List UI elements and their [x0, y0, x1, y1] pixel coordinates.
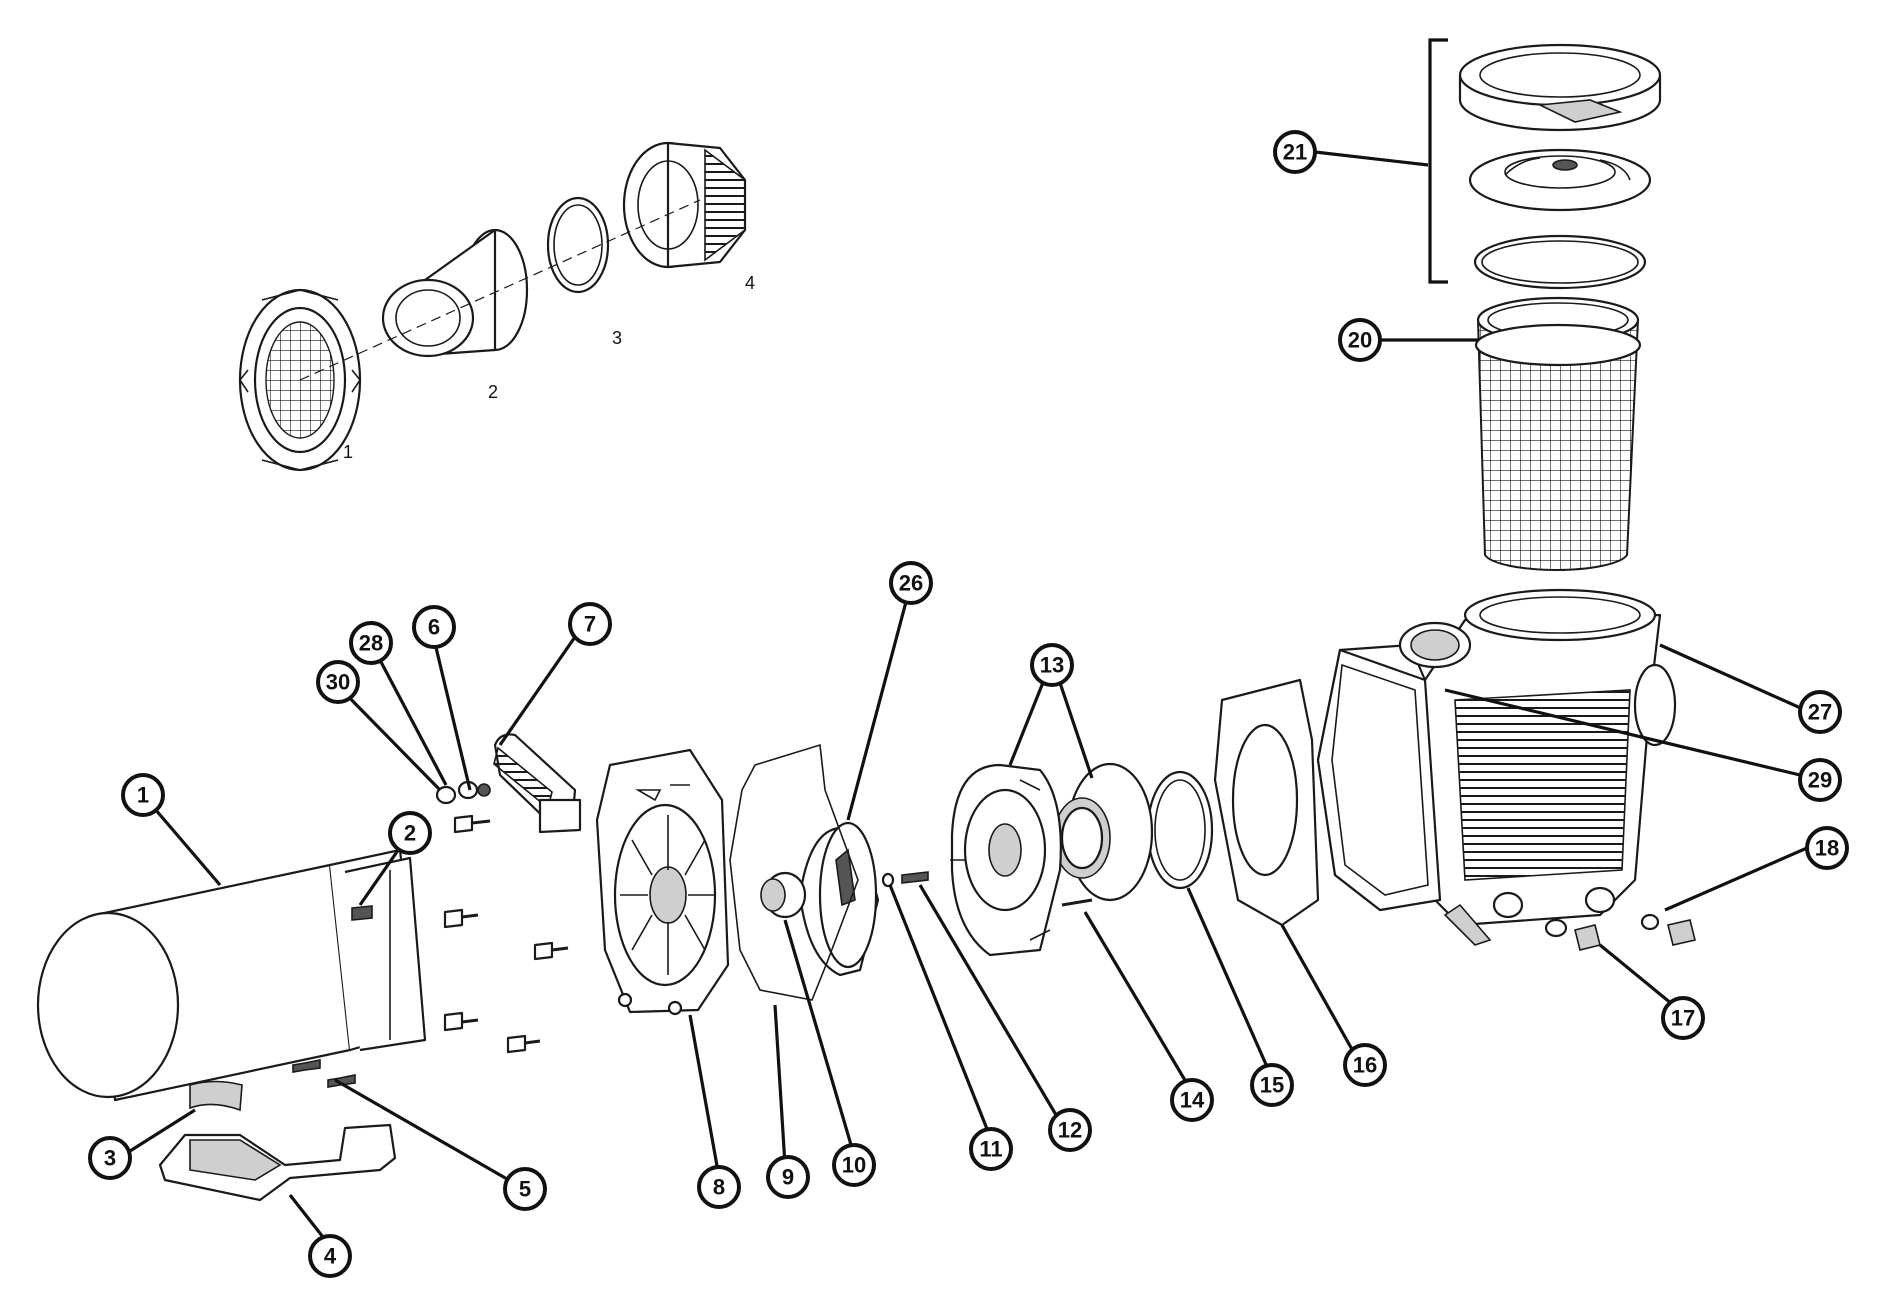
- callout-1: 1: [121, 773, 165, 817]
- union-tailpiece: [381, 228, 529, 358]
- callout-16-label: 16: [1353, 1053, 1377, 1078]
- callout-12-label: 12: [1058, 1118, 1082, 1143]
- callout-9-label: 9: [782, 1165, 794, 1190]
- diffuser: [950, 763, 1062, 957]
- callout-18-label: 18: [1815, 836, 1839, 861]
- union-label-1: 1: [343, 442, 353, 462]
- lid-assembly: [1458, 43, 1662, 290]
- callout-20: 20: [1338, 318, 1382, 362]
- callout-20-label: 20: [1348, 328, 1372, 353]
- callout-15-label: 15: [1260, 1073, 1284, 1098]
- callout-28-label: 28: [359, 631, 383, 656]
- motor-base: [158, 1123, 397, 1202]
- washer: [881, 872, 895, 888]
- callout-14: 14: [1170, 1078, 1214, 1122]
- impeller: [798, 821, 880, 977]
- seal-plate: [595, 748, 730, 1016]
- motor-bolts: [351, 814, 569, 1054]
- callout-2: 2: [388, 811, 432, 855]
- callout-4-label: 4: [324, 1244, 337, 1269]
- callout-21-label: 21: [1283, 140, 1307, 165]
- callout-18: 18: [1805, 826, 1849, 870]
- small-fasteners: [435, 780, 491, 805]
- callout-4: 4: [308, 1234, 352, 1278]
- wear-ring: [1053, 762, 1154, 902]
- union-label-2: 2: [488, 382, 498, 402]
- motor-pad: [189, 1080, 243, 1112]
- callout-6-label: 6: [428, 615, 440, 640]
- callout-27-label: 27: [1808, 700, 1832, 725]
- callout-11: 11: [969, 1127, 1013, 1171]
- impeller-screw: [901, 871, 929, 884]
- callout-10-label: 10: [842, 1153, 866, 1178]
- housing-gasket: [1213, 678, 1320, 927]
- callout-29-label: 29: [1808, 768, 1832, 793]
- callout-28: 28: [349, 621, 393, 665]
- callout-3: 3: [88, 1136, 132, 1180]
- callout-10: 10: [832, 1143, 876, 1187]
- callout-17: 17: [1661, 996, 1705, 1040]
- callout-3-label: 3: [104, 1146, 116, 1171]
- callout-5: 5: [503, 1167, 547, 1211]
- motor: [36, 848, 427, 1102]
- callout-29: 29: [1798, 758, 1842, 802]
- strainer-basket: [1474, 296, 1642, 571]
- callout-27: 27: [1798, 690, 1842, 734]
- base-screws: [292, 1059, 356, 1088]
- union-label-4: 4: [745, 273, 755, 293]
- union-o-ring: [546, 196, 610, 294]
- callout-26: 26: [889, 561, 933, 605]
- callout-17-label: 17: [1671, 1006, 1695, 1031]
- callout-14-label: 14: [1180, 1088, 1205, 1113]
- callout-13-label: 13: [1040, 653, 1064, 678]
- callout-16: 16: [1343, 1043, 1387, 1087]
- pump-housing: [1316, 588, 1677, 946]
- diffuser-gasket: [729, 743, 859, 1001]
- handle: [493, 733, 582, 834]
- callout-30: 30: [316, 660, 360, 704]
- union-body: [622, 141, 747, 269]
- shaft-seal: [760, 871, 807, 919]
- callout-7-label: 7: [584, 612, 596, 637]
- callout-5-label: 5: [519, 1177, 531, 1202]
- callout-21: 21: [1273, 130, 1317, 174]
- callout-6: 6: [412, 605, 456, 649]
- callout-7: 7: [568, 602, 612, 646]
- callout-8-label: 8: [713, 1175, 725, 1200]
- callout-2-label: 2: [404, 821, 416, 846]
- callout-9: 9: [766, 1155, 810, 1199]
- callout-26-label: 26: [899, 571, 923, 596]
- callout-13: 13: [1030, 643, 1074, 687]
- diffuser-pin: [1061, 898, 1093, 907]
- housing-plugs: [1544, 913, 1696, 951]
- callout-12: 12: [1048, 1108, 1092, 1152]
- union-label-3: 3: [612, 328, 622, 348]
- callout-8: 8: [697, 1165, 741, 1209]
- o-ring: [1146, 770, 1214, 890]
- callout-15: 15: [1250, 1063, 1294, 1107]
- callout-30-label: 30: [326, 670, 350, 695]
- callout-11-label: 11: [979, 1137, 1002, 1162]
- callout-1-label: 1: [137, 783, 149, 808]
